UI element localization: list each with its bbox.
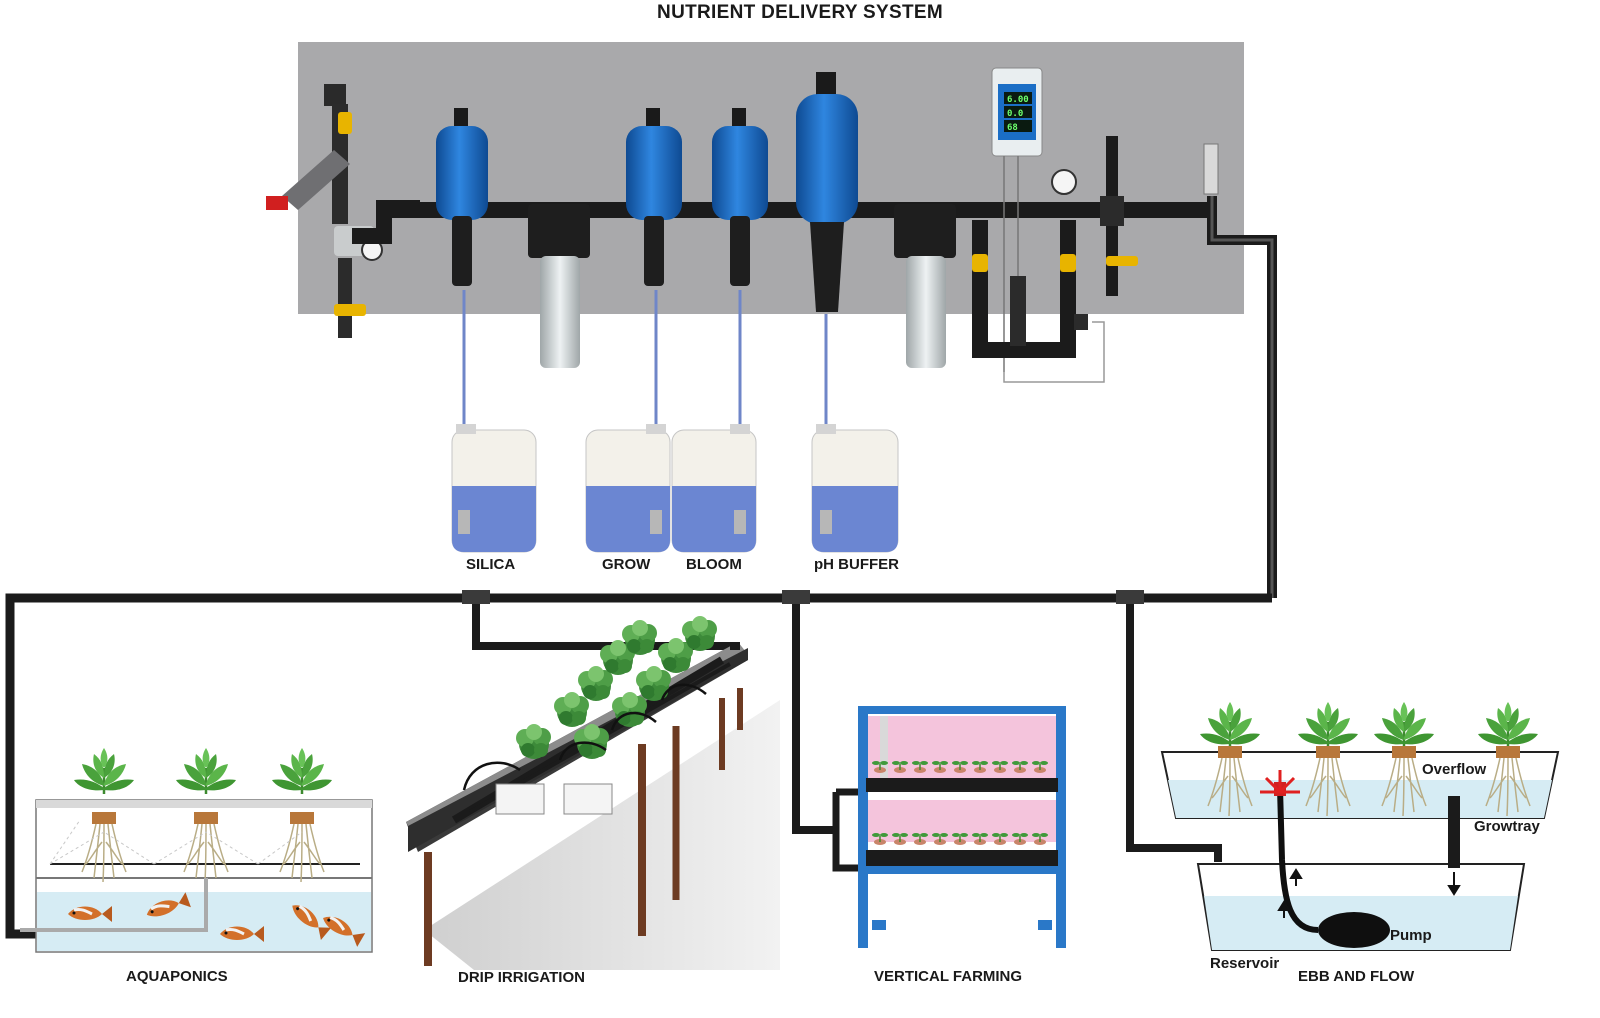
dosing-pump-ph-buffer	[796, 72, 858, 312]
tank-bloom	[671, 424, 757, 553]
dosing-pump-bloom	[712, 108, 768, 286]
system-label-drip-irrigation: DRIP IRRIGATION	[458, 969, 585, 986]
diagram-title: NUTRIENT DELIVERY SYSTEM	[657, 2, 943, 23]
injector-valve	[1100, 136, 1138, 296]
tank-label-grow: GROW	[602, 556, 651, 573]
filter-housing-1	[528, 204, 590, 368]
ebb-label-overflow: Overflow	[1422, 761, 1487, 778]
sensor-bypass-loop	[972, 169, 1088, 358]
controller-reading-1: 6.00	[1007, 95, 1029, 105]
ebb-label-growtray: Growtray	[1474, 818, 1540, 835]
ebb-label-pump: Pump	[1390, 927, 1432, 944]
system-label-aquaponics: AQUAPONICS	[126, 968, 228, 985]
tank-label-ph-buffer: pH BUFFER	[814, 556, 899, 573]
system-label-vertical-farming: VERTICAL FARMING	[874, 968, 1023, 985]
ec-ph-controller: 6.00 0.0 68	[991, 67, 1105, 383]
tank-ph-buffer	[811, 424, 899, 553]
inlet-valve-assembly	[266, 84, 420, 338]
ebb-label-reservoir: Reservoir	[1210, 955, 1280, 972]
ebb-and-flow-system	[1160, 700, 1560, 951]
aquaponics-system	[20, 746, 373, 953]
outlet-riser	[1203, 143, 1277, 598]
dosing-pump-grow	[626, 108, 682, 286]
tank-label-bloom: BLOOM	[686, 556, 742, 573]
vertical-farming-rack	[832, 706, 1066, 948]
tank-silica	[451, 424, 537, 553]
tank-label-silica: SILICA	[466, 556, 516, 573]
system-label-ebb-and-flow: EBB AND FLOW	[1298, 968, 1415, 985]
tank-grow	[585, 424, 671, 553]
dosing-pump-silica	[436, 108, 488, 286]
drip-irrigation-system	[406, 616, 780, 970]
controller-reading-3: 68	[1007, 123, 1018, 133]
controller-reading-2: 0.0	[1007, 109, 1023, 119]
filter-housing-2	[894, 204, 956, 368]
